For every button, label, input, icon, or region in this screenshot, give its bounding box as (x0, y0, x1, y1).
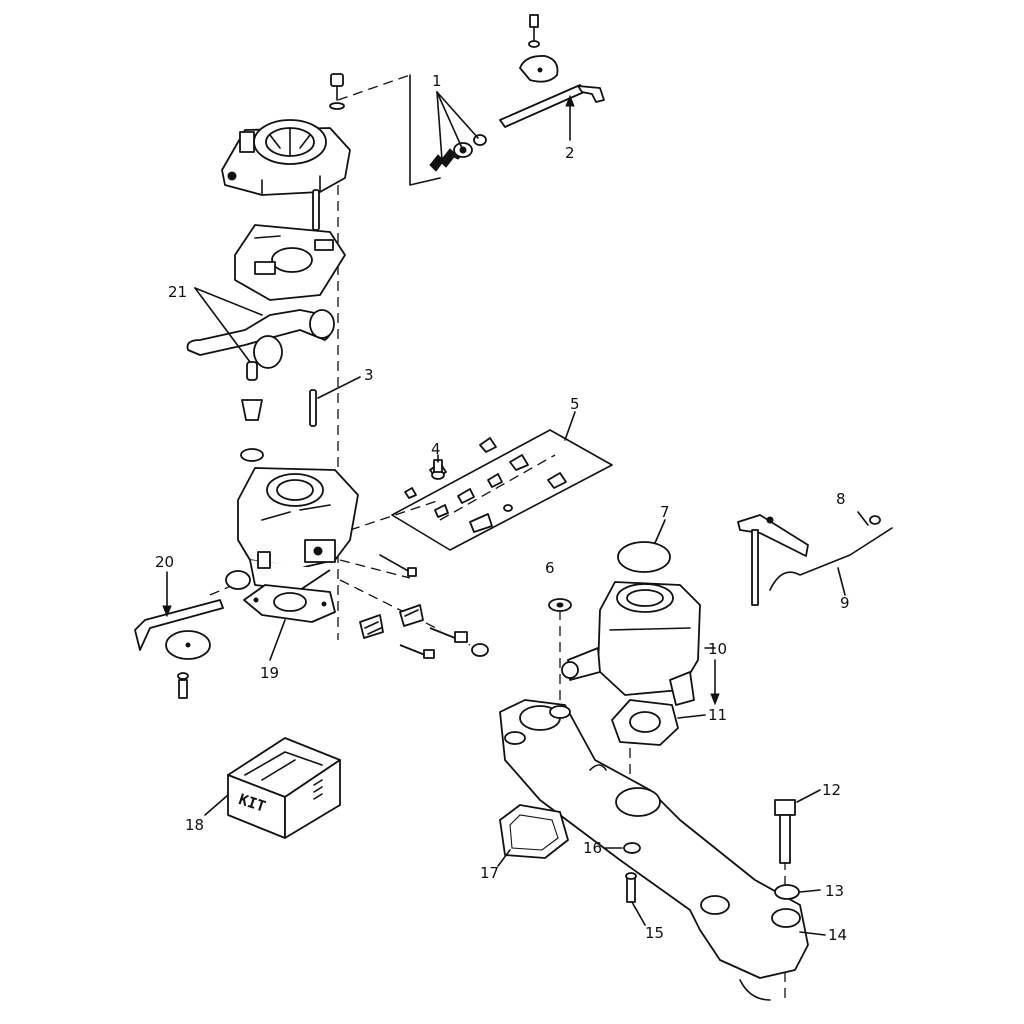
cover-screw (329, 73, 345, 110)
repair-kit-box: KIT (227, 737, 341, 839)
intake-manifold (499, 699, 809, 1001)
idle-screw (431, 459, 445, 480)
callout-6: 6 (545, 559, 555, 577)
callout-labels: 1 2 3 4 5 6 7 8 9 10 11 12 13 14 15 16 1… (155, 72, 850, 944)
choke-shaft (499, 14, 605, 128)
leader-19 (269, 619, 286, 661)
callout-16: 16 (583, 839, 602, 857)
callout-5: 5 (570, 395, 580, 413)
leader-11 (677, 714, 706, 719)
air-cleaner-gasket (617, 541, 671, 573)
callout-1: 1 (432, 72, 442, 90)
leader-9 (837, 567, 846, 596)
manifold-gasket (499, 804, 569, 859)
callout-21: 21 (168, 283, 187, 301)
carb-mount-gasket (611, 699, 679, 746)
callout-10: 10 (708, 640, 727, 658)
retainer-clip (857, 511, 881, 526)
leader-21 (194, 287, 263, 363)
leader-12 (796, 789, 821, 803)
jet-kit-panel (391, 429, 613, 551)
leader-17 (497, 849, 511, 867)
callout-7: 7 (660, 503, 670, 521)
leader-7 (654, 519, 666, 544)
throttle-lever (737, 514, 893, 606)
callout-20: 20 (155, 553, 174, 571)
callout-3: 3 (364, 366, 374, 384)
leader-1 (436, 91, 479, 161)
carburetor-air-horn (221, 119, 351, 196)
callout-2: 2 (565, 144, 575, 162)
leader-10 (704, 647, 720, 706)
bolt-washer (774, 884, 800, 900)
callout-4: 4 (431, 440, 441, 458)
callout-18: 18 (185, 816, 204, 834)
pump-rod (309, 189, 320, 427)
leader-13 (799, 889, 821, 893)
callout-13: 13 (825, 882, 844, 900)
leader-15 (631, 901, 646, 926)
flange-gasket (243, 584, 336, 623)
callout-14: 14 (828, 926, 847, 944)
manifold-bolt (774, 799, 796, 864)
callout-12: 12 (822, 781, 841, 799)
mount-stud (625, 872, 637, 903)
callout-19: 19 (260, 664, 279, 682)
leader-18 (204, 794, 229, 816)
leader-5 (564, 411, 576, 441)
float-needle (240, 361, 264, 462)
callout-11: 11 (708, 706, 727, 724)
callout-17: 17 (480, 864, 499, 882)
carburetor-body (237, 467, 359, 591)
callout-15: 15 (645, 924, 664, 942)
float-assembly (186, 309, 335, 369)
cover-bracket (409, 74, 441, 186)
adjusting-screws (359, 554, 489, 659)
float-gasket (234, 224, 346, 301)
leader-3 (317, 376, 361, 399)
callout-9: 9 (840, 594, 850, 612)
leader-14 (799, 931, 826, 936)
throttle-shaft (134, 570, 251, 699)
carburetor-assembly (561, 581, 701, 706)
callout-8: 8 (836, 490, 846, 508)
stud-washer (623, 842, 641, 854)
